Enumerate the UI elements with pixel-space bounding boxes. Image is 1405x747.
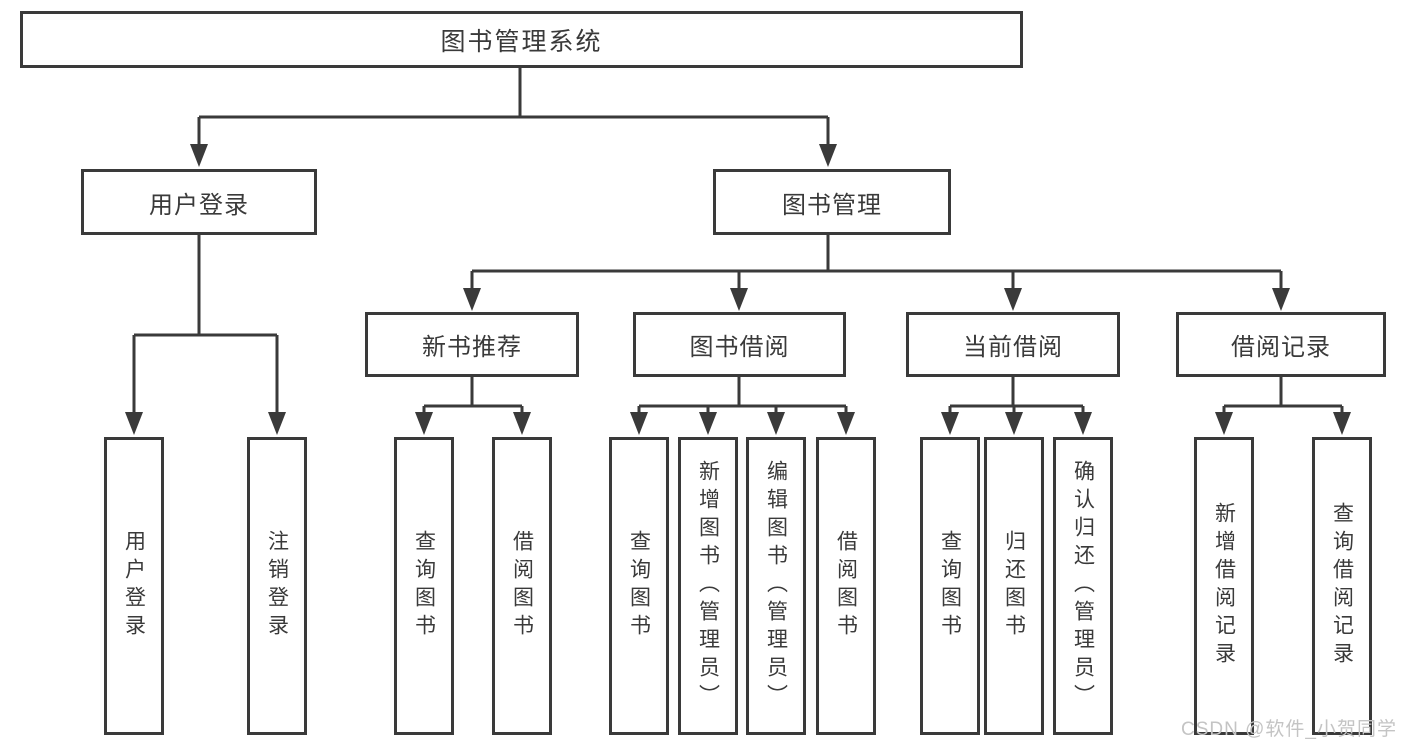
leaf-add-book-admin: 新增图书（管理员）: [678, 437, 738, 735]
leaf-query-borrow-record: 查询借阅记录: [1312, 437, 1372, 735]
node-current-borrowing: 当前借阅: [906, 312, 1120, 377]
node-new-book-recommend: 新书推荐: [365, 312, 579, 377]
leaf-query-books-current: 查询图书: [920, 437, 980, 735]
node-borrowing-records: 借阅记录: [1176, 312, 1386, 377]
node-root: 图书管理系统: [20, 11, 1023, 68]
leaf-add-borrow-record: 新增借阅记录: [1194, 437, 1254, 735]
leaf-query-books-borrowing: 查询图书: [609, 437, 669, 735]
node-book-borrowing: 图书借阅: [633, 312, 846, 377]
leaf-confirm-return-admin: 确认归还（管理员）: [1053, 437, 1113, 735]
node-user-login: 用户登录: [81, 169, 317, 235]
node-book-management: 图书管理: [713, 169, 951, 235]
leaf-query-books-recommend: 查询图书: [394, 437, 454, 735]
watermark: CSDN @软件_小贺同学: [1181, 719, 1397, 740]
leaf-edit-book-admin: 编辑图书（管理员）: [746, 437, 806, 735]
leaf-logout: 注销登录: [247, 437, 307, 735]
leaf-borrow-books-recommend: 借阅图书: [492, 437, 552, 735]
leaf-return-books: 归还图书: [984, 437, 1044, 735]
leaf-borrow-books-borrowing: 借阅图书: [816, 437, 876, 735]
leaf-user-login: 用户登录: [104, 437, 164, 735]
